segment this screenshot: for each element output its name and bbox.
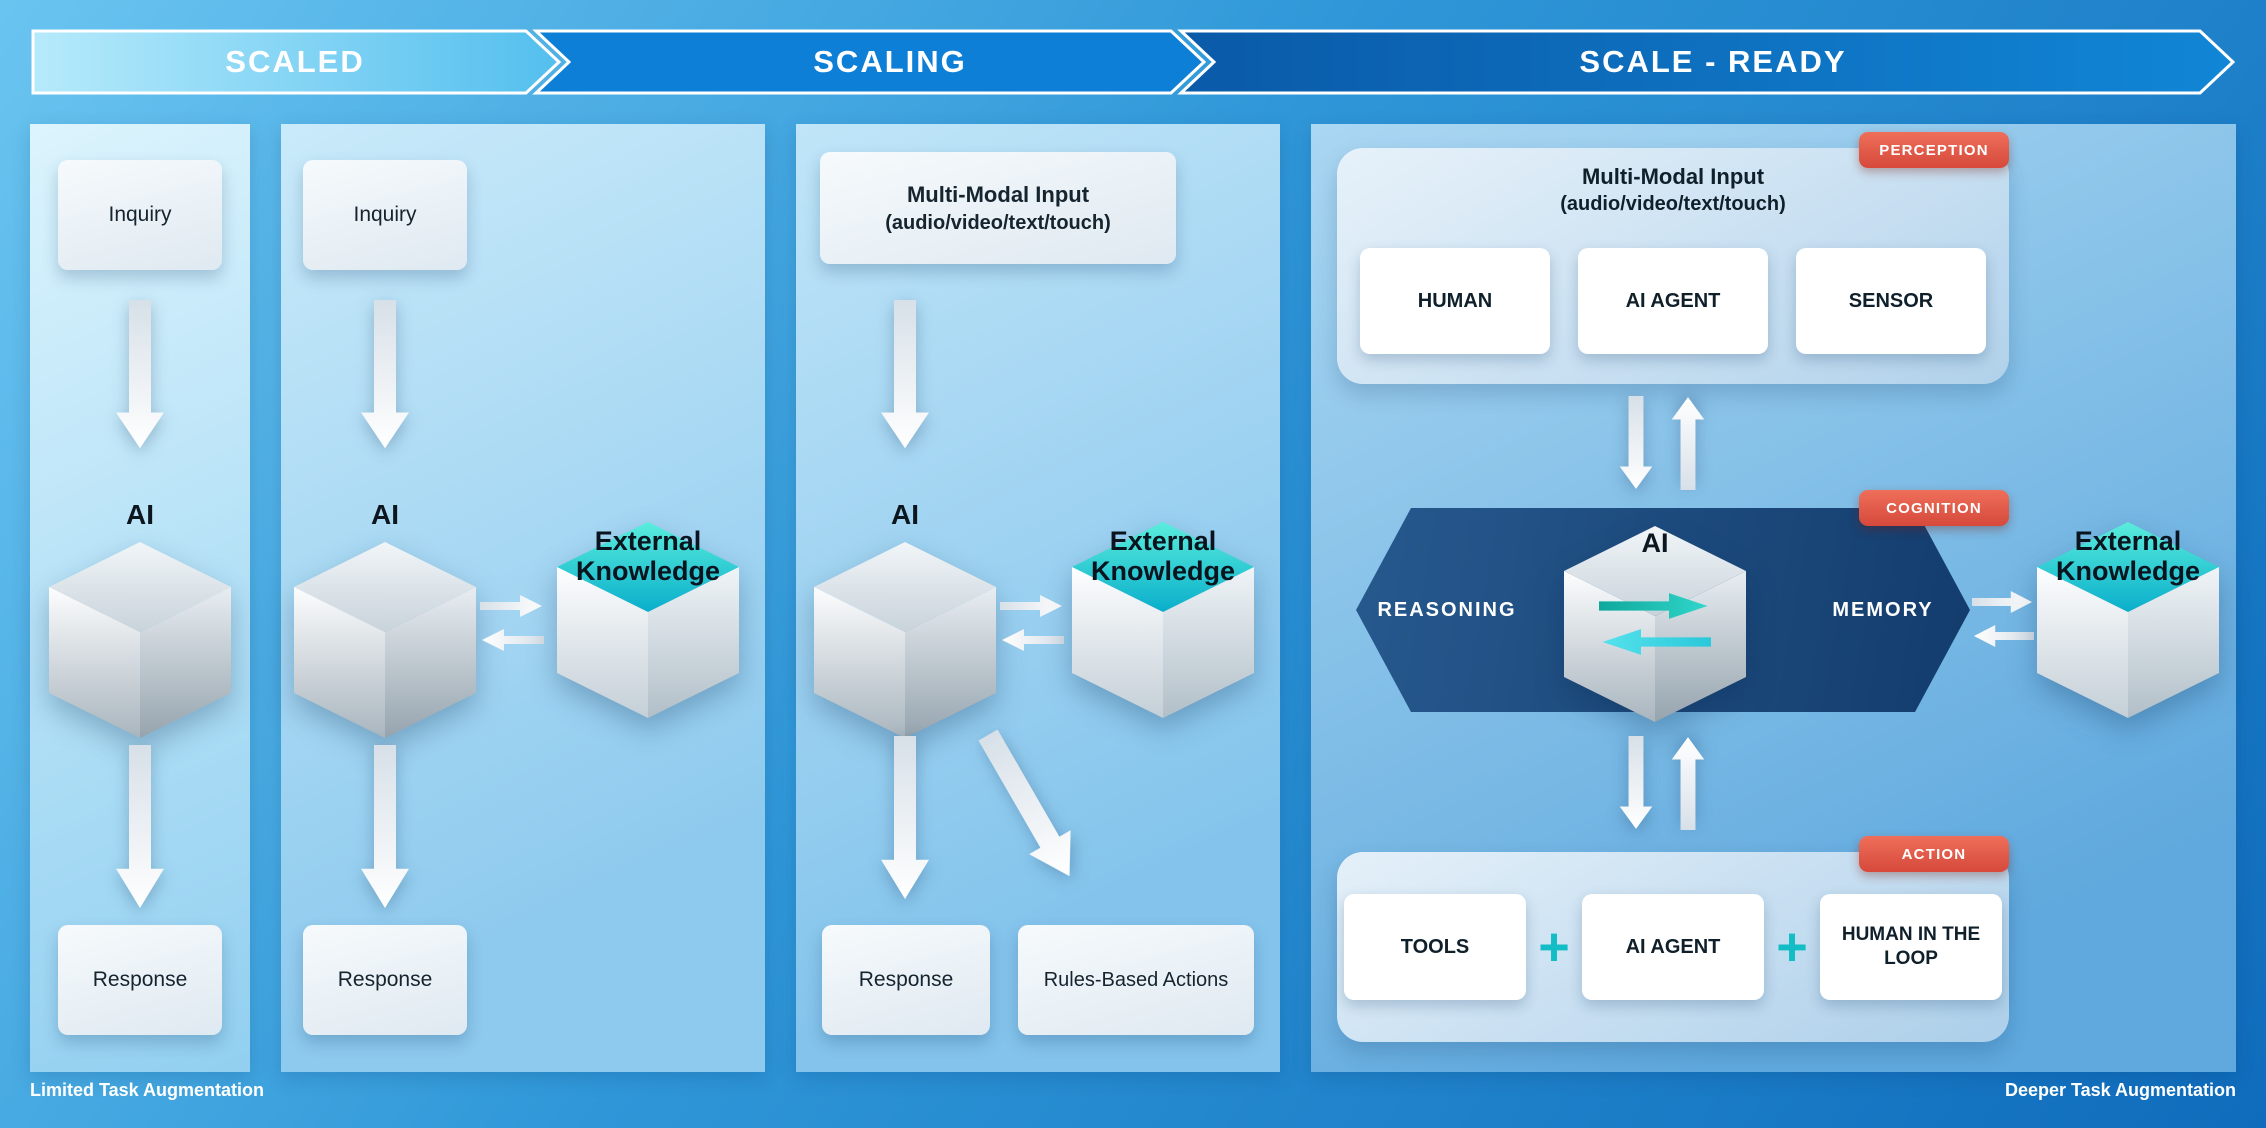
panel-scaled-basic: Inquiry AI Response: [30, 124, 250, 1072]
tools-box: TOOLS: [1344, 894, 1526, 1000]
teal-left-arrow-icon: [1599, 628, 1711, 656]
down-arrow-icon: [112, 300, 168, 450]
inquiry-box: Inquiry: [58, 160, 222, 270]
ai-label: AI: [891, 499, 919, 530]
action-panel: TOOLS + AI AGENT + HUMAN IN THE LOOP: [1337, 852, 2009, 1042]
multi-modal-input-box: Multi-Modal Input (audio/video/text/touc…: [820, 152, 1176, 264]
ai-agent-box: AI AGENT: [1582, 894, 1764, 1000]
external-knowledge-label: External Knowledge: [1090, 526, 1235, 587]
multi-modal-input-line1: Multi-Modal Input: [1581, 164, 1765, 189]
panel-scale-ready: Multi-Modal Input (audio/video/text/touc…: [1311, 124, 2236, 1072]
stage-shape-scaled: [31, 29, 562, 95]
teal-right-arrow-icon: [1599, 592, 1711, 620]
multi-modal-input-line2: (audio/video/text/touch): [1560, 193, 1786, 215]
exchange-arrows-icon: [1972, 590, 2034, 648]
down-arrow-icon: [1617, 736, 1655, 830]
down-arrow-icon: [357, 300, 413, 450]
multi-modal-input-line1: Multi-Modal Input: [906, 181, 1090, 207]
plus-icon: +: [1538, 917, 1570, 977]
perception-badge: PERCEPTION: [1859, 132, 2009, 168]
stage-chevrons: [31, 29, 2236, 95]
diagonal-arrow-icon: [964, 721, 1095, 892]
right-arrow-icon: [480, 594, 544, 618]
ai-label: AI: [371, 499, 399, 530]
stage-label-scale-ready: SCALE - READY: [1579, 44, 1847, 79]
exchange-arrows-icon: [480, 594, 544, 652]
ai-cube: [45, 540, 235, 740]
action-badge: ACTION: [1859, 836, 2009, 872]
footer-left-label: Limited Task Augmentation: [30, 1080, 265, 1100]
response-box: Response: [822, 925, 990, 1035]
down-arrow-icon: [1617, 396, 1655, 490]
sensor-box: SENSOR: [1796, 248, 1986, 354]
right-arrow-icon: [1972, 590, 2034, 614]
exchange-arrows-icon: [1000, 594, 1064, 652]
external-knowledge-label: External Knowledge: [2055, 526, 2200, 587]
rules-based-actions-box: Rules-Based Actions: [1018, 925, 1254, 1035]
human-box: HUMAN: [1360, 248, 1550, 354]
memory-label: MEMORY: [1832, 598, 1934, 621]
left-arrow-icon: [480, 628, 544, 652]
memory-exchange-arrows-icon: [1599, 592, 1711, 656]
perception-row: HUMAN AI AGENT SENSOR: [1337, 248, 2009, 354]
response-box: Response: [303, 925, 467, 1035]
ai-label: AI: [126, 499, 154, 530]
inquiry-box: Inquiry: [303, 160, 467, 270]
panel-scaled-knowledge: Inquiry AI External Knowledge Response: [281, 124, 765, 1072]
plus-icon: +: [1776, 917, 1808, 977]
ai-label: AI: [1641, 528, 1669, 558]
bidirectional-arrows-icon: [1617, 396, 1707, 490]
stage-shape-scaling: [532, 29, 1207, 95]
reasoning-label: REASONING: [1377, 598, 1517, 621]
down-arrow-icon: [877, 300, 933, 450]
up-arrow-icon: [1669, 736, 1707, 830]
ai-cube: [810, 540, 1000, 740]
response-box: Response: [58, 925, 222, 1035]
external-knowledge-label: External Knowledge: [575, 526, 720, 587]
cognition-badge: COGNITION: [1859, 490, 2009, 526]
up-arrow-icon: [1669, 396, 1707, 490]
panel-scaling: Multi-Modal Input (audio/video/text/touc…: [796, 124, 1280, 1072]
stage-label-scaling: SCALING: [813, 44, 967, 79]
down-arrow-icon: [877, 736, 933, 901]
ai-agent-box: AI AGENT: [1578, 248, 1768, 354]
stage-shape-scale-ready: [1177, 29, 2236, 95]
right-arrow-icon: [1000, 594, 1064, 618]
left-arrow-icon: [1000, 628, 1064, 652]
stage-label-scaled: SCALED: [225, 44, 365, 79]
multi-modal-input-line2: (audio/video/text/touch): [885, 211, 1111, 234]
human-in-the-loop-box: HUMAN IN THE LOOP: [1820, 894, 2002, 1000]
bidirectional-arrows-icon: [1617, 736, 1707, 830]
ai-cube: [290, 540, 480, 740]
perception-panel: Multi-Modal Input (audio/video/text/touc…: [1337, 148, 2009, 384]
down-arrow-icon: [112, 745, 168, 910]
footer-right-label: Deeper Task Augmentation: [2004, 1080, 2236, 1100]
left-arrow-icon: [1972, 624, 2034, 648]
down-arrow-icon: [357, 745, 413, 910]
action-row: TOOLS + AI AGENT + HUMAN IN THE LOOP: [1337, 894, 2009, 1000]
